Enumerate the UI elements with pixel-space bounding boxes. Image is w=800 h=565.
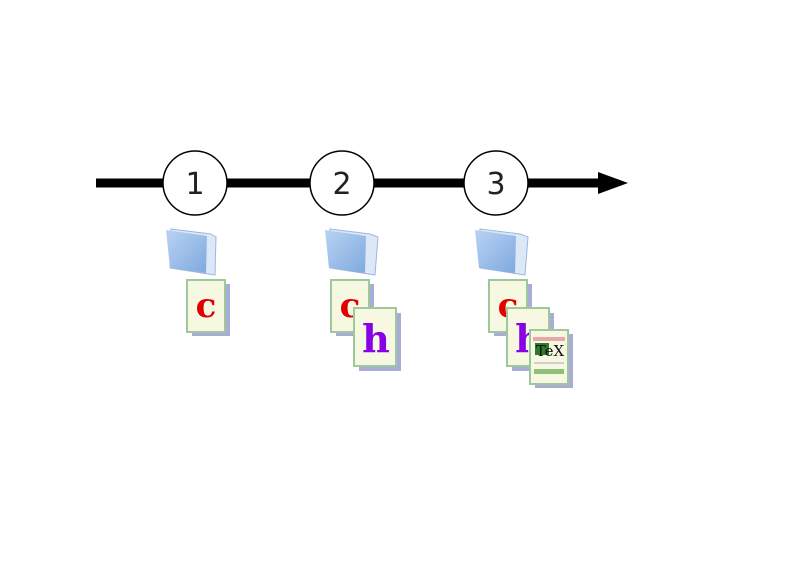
tex-bottom-bar <box>534 369 564 374</box>
step-1: 1 c <box>162 150 230 336</box>
arrow-head <box>598 172 628 194</box>
step-circle <box>162 150 228 216</box>
step-number: 1 <box>185 167 204 202</box>
file-letter-h: h <box>362 316 390 361</box>
file-letter-c: c <box>196 286 217 326</box>
tex-line <box>534 362 564 364</box>
step-2: 2 c h <box>309 150 401 371</box>
step-3: 3 c h TeX <box>463 150 573 388</box>
tex-top-bar <box>533 337 565 341</box>
step-circle <box>309 150 375 216</box>
file-c: c <box>186 279 230 336</box>
step-number: 2 <box>332 167 351 202</box>
step-circle <box>463 150 529 216</box>
file-tex: TeX <box>529 329 573 388</box>
folder-icon <box>325 228 379 276</box>
folder-icon <box>475 228 529 276</box>
tex-logo: TeX <box>536 342 565 360</box>
file-h: h <box>353 307 401 371</box>
step-number: 3 <box>486 167 505 202</box>
tex-green-block <box>535 343 549 355</box>
folder-icon <box>166 228 217 276</box>
